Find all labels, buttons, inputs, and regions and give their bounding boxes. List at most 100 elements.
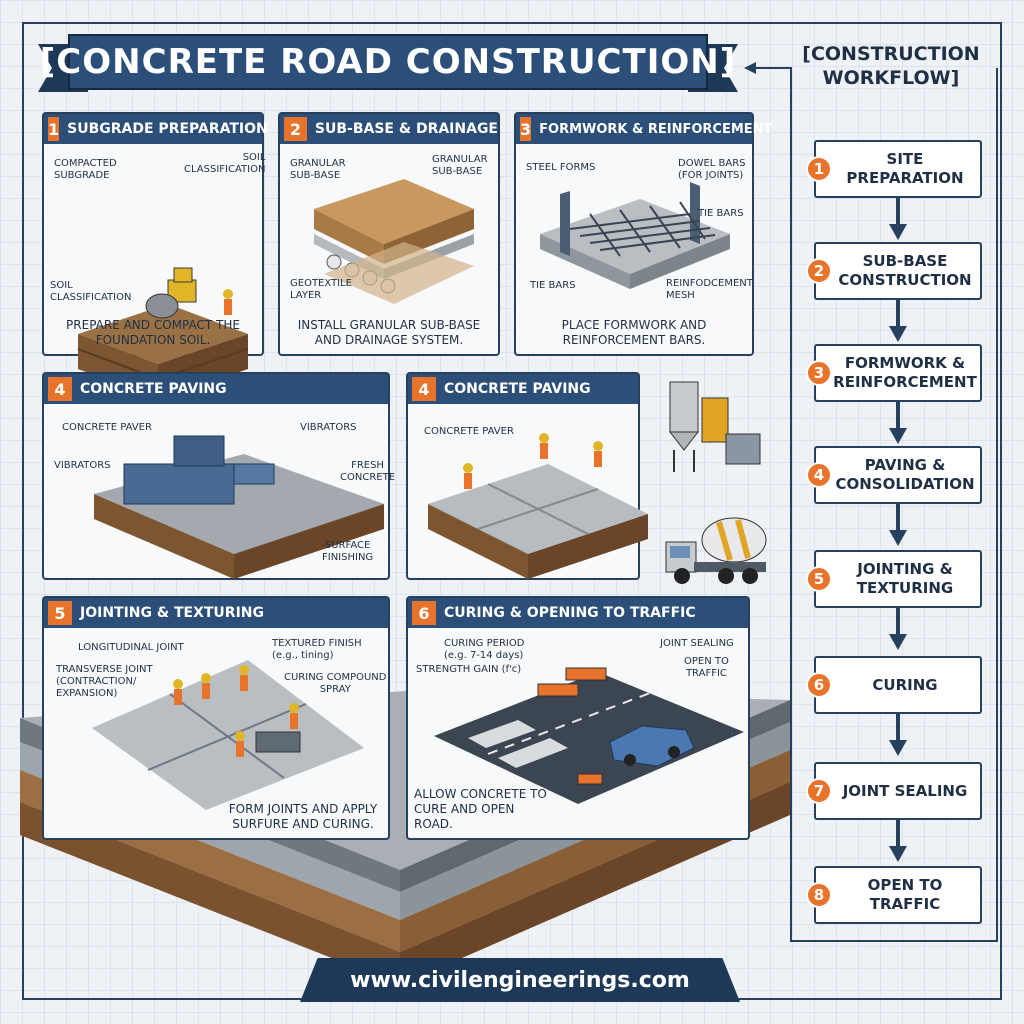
label-reinforcement-mesh: REINFODCEMENT MESH <box>666 278 753 301</box>
workflow-step-4: 4 PAVING & CONSOLIDATION <box>806 446 982 504</box>
footer-banner: www.civilengineerings.com <box>300 958 740 1002</box>
workflow-title: [CONSTRUCTION WORKFLOW] <box>802 43 980 89</box>
panel-header: 6 CURING & OPENING TO TRAFFIC <box>408 598 748 628</box>
panel-header: 5 JOINTING & TEXTURING <box>44 598 388 628</box>
workflow-step-number: 5 <box>806 566 832 592</box>
workflow-step-1: 1 SITE PREPARATION <box>806 140 982 198</box>
panel-header: 4 CONCRETE PAVING <box>44 374 388 404</box>
paving-crew-illustration <box>428 433 648 579</box>
label-steel-forms: STEEL FORMS <box>526 162 596 173</box>
label-geotextile-layer: GEOTEXTILE LAYER <box>290 278 352 301</box>
workflow-step-number: 7 <box>806 778 832 804</box>
panel-curing-opening: 6 CURING & OPENING TO TRAFFIC CURING PER… <box>406 596 750 840</box>
panel-header: 4 CONCRETE PAVING <box>408 374 638 404</box>
down-arrow-icon <box>889 608 907 650</box>
panel-concrete-paving-a: 4 CONCRETE PAVING CONCRETE PAVER VIBRATO… <box>42 372 395 580</box>
step-number: 2 <box>284 117 307 141</box>
step-number: 3 <box>520 117 532 141</box>
panel-concrete-paving-b: 4 CONCRETE PAVING CONCRETE PAVER <box>406 372 648 580</box>
label-open-to-traffic: OPEN TO TRAFFIC <box>684 656 729 679</box>
page-title: [CONCRETE ROAD CONSTRUCTION] <box>39 42 737 82</box>
label-concrete-paver: CONCRETE PAVER <box>62 422 152 433</box>
workflow-step-label: SUB-BASE CONSTRUCTION <box>838 252 972 289</box>
workflow-step-number: 2 <box>806 258 832 284</box>
formwork-illustration <box>540 182 730 289</box>
down-arrow-icon <box>889 820 907 862</box>
banner-body: [CONCRETE ROAD CONSTRUCTION] <box>40 34 735 90</box>
panel-title: FORMWORK & REINFORCEMENT <box>539 121 773 137</box>
workflow-step-label: CURING <box>872 675 938 694</box>
step-number: 4 <box>412 377 436 401</box>
label-fresh-concrete: FRESH CONCRETE <box>340 460 396 483</box>
curing-traffic-illustration <box>434 667 744 804</box>
label-longitudinal-joint: LONGITUDINAL JOINT <box>78 642 184 653</box>
down-arrow-icon <box>889 714 907 756</box>
panel-jointing-texturing: 5 JOINTING & TEXTURING LONGITUDINAL JOIN… <box>42 596 390 840</box>
label-curing-compound-spray: CURING COMPOUND SPRAY <box>284 672 387 695</box>
workflow-step-label: JOINT SEALING <box>842 781 968 800</box>
panel-caption: PREPARE AND COMPACT THE FOUNDATION SOIL. <box>66 318 240 347</box>
workflow-return-arrow <box>744 62 792 74</box>
panel-title: JOINTING & TEXTURING <box>80 605 264 621</box>
subbase-illustration <box>314 179 474 304</box>
panel-subbase-drainage: 2 SUB-BASE & DRAINAGE GRANULAR SUB-BASE … <box>278 112 500 356</box>
panel-header: 2 SUB-BASE & DRAINAGE <box>280 114 498 144</box>
label-tie-bars-right: TIE BARS <box>698 208 744 219</box>
panel-formwork-reinforcement: 3 FORMWORK & REINFORCEMENT STEEL FORMS D… <box>514 112 772 356</box>
panel-header: 1 SUBGRADE PREPARATION <box>44 114 268 144</box>
label-tie-bars-left: TIE BARS <box>530 280 576 291</box>
panel-title: CONCRETE PAVING <box>444 381 591 397</box>
label-soil-classification-top: SOIL CLASSIFICATION <box>184 152 266 175</box>
label-granular-subbase-left: GRANULAR SUB-BASE <box>290 158 346 181</box>
down-arrow-icon <box>889 504 907 546</box>
workflow-step-number: 6 <box>806 672 832 698</box>
workflow-step-label: PAVING & CONSOLIDATION <box>835 456 975 493</box>
panel-caption: ALLOW CONCRETE TO CURE AND OPEN ROAD. <box>414 787 547 831</box>
label-granular-subbase-right: GRANULAR SUB-BASE <box>432 154 488 177</box>
step-number: 6 <box>412 601 436 625</box>
paver-illustration <box>94 435 384 579</box>
panel-title: CONCRETE PAVING <box>80 381 227 397</box>
workflow-step-label: FORMWORK & REINFORCEMENT <box>833 354 977 391</box>
workflow-step-label: OPEN TO TRAFFIC <box>867 876 943 913</box>
workflow-step-label: JOINTING & TEXTURING <box>856 560 954 597</box>
panel-caption: FORM JOINTS AND APPLY SURFURE AND CURING… <box>228 802 378 831</box>
workflow-step-number: 1 <box>806 156 832 182</box>
batching-plant-icon <box>668 381 761 472</box>
down-arrow-icon <box>889 402 907 444</box>
workflow-step-number: 8 <box>806 882 832 908</box>
panel-subgrade-preparation: 1 SUBGRADE PREPARATION COMPACTED SUBGRAD… <box>42 112 268 399</box>
label-joint-sealing: JOINT SEALING <box>660 638 734 649</box>
workflow-step-6: 6 CURING <box>806 656 982 714</box>
footer-website: www.civilengineerings.com <box>350 967 690 993</box>
title-banner: [CONCRETE ROAD CONSTRUCTION] <box>38 30 738 96</box>
panel-caption: PLACE FORMWORK AND REINFORCEMENT BARS. <box>561 318 707 347</box>
label-surface-finishing: SURFACE FINISHING <box>322 540 374 563</box>
panel-title: SUB-BASE & DRAINAGE <box>314 121 498 137</box>
workflow-step-label: SITE PREPARATION <box>846 150 964 187</box>
label-strength-gain: STRENGTH GAIN (f'c) <box>416 664 522 675</box>
step-number: 5 <box>48 601 72 625</box>
label-textured-finish: TEXTURED FINISH (e.g., tining) <box>272 638 362 661</box>
label-vibrators-right: VIBRATORS <box>300 422 357 433</box>
label-compacted-subgrade: COMPACTED SUBGRADE <box>54 158 117 181</box>
panel-title: CURING & OPENING TO TRAFFIC <box>444 605 696 621</box>
workflow-step-number: 3 <box>806 360 832 386</box>
workflow-step-5: 5 JOINTING & TEXTURING <box>806 550 982 608</box>
workflow-step-3: 3 FORMWORK & REINFORCEMENT <box>806 344 982 402</box>
mixer-truck-icon <box>665 517 767 584</box>
down-arrow-icon <box>889 198 907 240</box>
panel-header: 3 FORMWORK & REINFORCEMENT <box>516 114 772 144</box>
down-arrow-icon <box>889 300 907 342</box>
label-soil-classification-bottom: SOIL CLASSIFICATION <box>50 280 132 303</box>
label-transverse-joint: TRANSVERSE JOINT (CONTRACTION/ EXPANSION… <box>56 664 153 699</box>
workflow-step-7: 7 JOINT SEALING <box>806 762 982 820</box>
step-number: 1 <box>48 117 60 141</box>
workflow-step-number: 4 <box>806 462 832 488</box>
label-curing-period: CURING PERIOD (e.g. 7-14 days) <box>444 638 525 661</box>
panel-title: SUBGRADE PREPARATION <box>67 121 268 137</box>
label-concrete-paver: CONCRETE PAVER <box>424 426 514 437</box>
label-vibrators-left: VIBRATORS <box>54 460 111 471</box>
workflow-step-8: 8 OPEN TO TRAFFIC <box>806 866 982 924</box>
label-dowel-bars: DOWEL BARS (FOR JOINTS) <box>678 158 746 181</box>
